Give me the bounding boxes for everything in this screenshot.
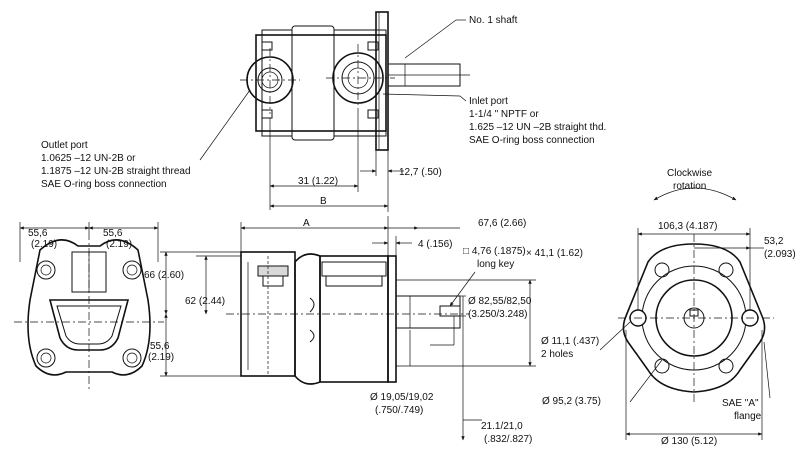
- dim-21-1-2: (.832/.827): [484, 434, 532, 445]
- inlet-port-label-4: SAE O-ring boss connection: [469, 135, 595, 146]
- dim-19-05-2: (.750/.749): [375, 405, 423, 416]
- dim-55-6-left-2: (2.19): [31, 239, 57, 250]
- inlet-port-label-2: 1-1/4 " NPTF or: [469, 109, 539, 120]
- dim-62: 62 (2.44): [185, 296, 225, 307]
- dim-82-55-2: (3.250/3.248): [468, 309, 528, 320]
- dim-41-1: × 41,1 (1.62): [526, 248, 583, 259]
- dim-21-1-1: 21.1/21,0: [481, 421, 523, 432]
- outlet-port-label-4: SAE O-ring boss connection: [41, 179, 167, 190]
- dim-55-6-vert-1: 55,6: [150, 341, 170, 352]
- dim-55-6-left-1: 55,6: [28, 228, 48, 239]
- key-label-1: □ 4,76 (.1875): [463, 246, 526, 257]
- dim-95-2: Ø 95,2 (3.75): [542, 396, 601, 407]
- dim-82-55-1: Ø 82,55/82,50: [468, 296, 532, 307]
- shaft-label: No. 1 shaft: [469, 15, 518, 26]
- dim-55-6-right-2: (2.19): [106, 239, 132, 250]
- key-label-2: long key: [477, 259, 514, 270]
- dim-31: 31 (1.22): [298, 176, 338, 187]
- inlet-port-label-1: Inlet port: [469, 96, 508, 107]
- top-view: [240, 11, 470, 151]
- dim-66: 66 (2.60): [144, 270, 184, 281]
- flange-label-2: flange: [734, 411, 762, 422]
- dim-A: A: [303, 218, 310, 229]
- outlet-port-label-2: 1.0625 –12 UN-2B or: [41, 153, 136, 164]
- dim-55-6-right-1: 55,6: [103, 228, 123, 239]
- dim-106-3: 106,3 (4.187): [658, 221, 718, 232]
- dim-19-05-1: Ø 19,05/19,02: [370, 392, 434, 403]
- dim-130: Ø 130 (5.12): [661, 436, 717, 447]
- dim-B: B: [320, 196, 327, 207]
- outlet-port-label-1: Outlet port: [41, 140, 88, 151]
- rotation-label-1: Clockwise: [667, 168, 712, 179]
- side-view: [226, 251, 470, 385]
- dim-53-2-2: (2.093): [764, 249, 796, 260]
- flange-label-1: SAE "A": [722, 398, 759, 409]
- outlet-port-label-3: 1.1875 –12 UN-2B straight thread: [41, 166, 191, 177]
- rotation-label-2: rotation: [673, 181, 706, 192]
- holes-label-2: 2 holes: [541, 349, 573, 360]
- holes-label-1: Ø 11,1 (.437): [541, 336, 599, 347]
- inlet-port-label-3: 1.625 –12 UN –2B straight thd.: [469, 122, 606, 133]
- dim-12-7: 12,7 (.50): [399, 167, 442, 178]
- right-end-view: [618, 234, 774, 402]
- dim-4: 4 (.156): [418, 239, 452, 250]
- dim-67-6: 67,6 (2.66): [478, 218, 526, 229]
- dim-53-2-1: 53,2: [764, 236, 784, 247]
- left-end-view: [14, 232, 164, 392]
- dim-55-6-vert-2: (2.19): [148, 352, 174, 363]
